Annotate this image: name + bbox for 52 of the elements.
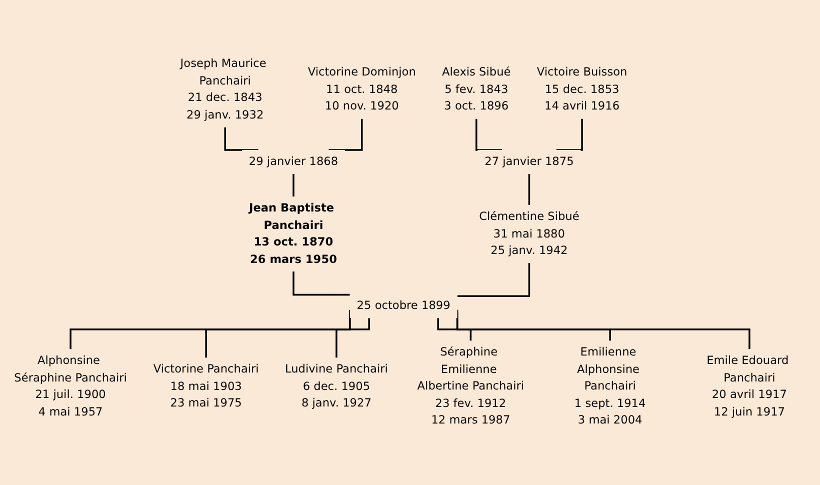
node-label: Emilienne Alphonsine Panchairi (576, 346, 640, 393)
connector-line (476, 118, 502, 151)
node-label: 14 avril 1916 (544, 100, 620, 114)
node-label: Joseph Maurice Panchairi (180, 58, 266, 88)
date-label: 29 janvier 1868 (242, 150, 346, 174)
date-label: 27 janvier 1875 (478, 150, 581, 174)
node-label: 20 avril 1917 (712, 388, 787, 402)
node-label: 21 dec. 1843 (188, 92, 262, 105)
node-label: 8 janv. 1927 (301, 396, 372, 410)
node-label: Séraphine Emilienne Albertine Panchairi (417, 346, 524, 393)
node-label: 11 oct. 1848 (326, 83, 398, 96)
node-label: 23 mai 1975 (170, 396, 242, 410)
connector-line (457, 262, 530, 297)
connector-line (205, 312, 351, 359)
connector-line (328, 118, 363, 151)
connector-line (292, 271, 350, 296)
node-label: 26 mars 1950 (250, 252, 337, 266)
node-label: 4 mai 1957 (38, 405, 103, 418)
node-label: 1 sept. 1914 (574, 396, 646, 410)
connector-line (224, 127, 258, 151)
connector-line (70, 310, 351, 350)
node-label: Jean Baptiste Panchairi (248, 202, 334, 232)
node-label: Victoire Buisson (536, 66, 628, 80)
node-label: 10 nov. 1920 (324, 100, 399, 114)
connector-line (456, 310, 750, 350)
node-label: 3 mai 2004 (578, 414, 642, 427)
node-label: Ludivine Panchairi (284, 362, 388, 376)
connector-line (556, 118, 583, 151)
node-label: Alexis Sibué (442, 66, 511, 80)
node-label: 25 janv. 1942 (490, 244, 568, 258)
node-label: 21 juil. 1900 (35, 388, 106, 402)
node-label: 12 mars 1987 (431, 414, 510, 427)
node-label: 18 mai 1903 (170, 380, 242, 393)
node-label: 6 dec. 1905 (302, 380, 370, 393)
node-label: 5 fev. 1843 (444, 83, 508, 96)
node-label: Alphonsine Séraphine Panchairi (14, 354, 127, 384)
node-label: 13 oct. 1870 (254, 236, 334, 249)
node-label: Victorine Panchairi (153, 362, 259, 376)
node-label: Clémentine Sibué (479, 210, 580, 224)
connector-line (336, 318, 370, 359)
node-label: 12 juin 1917 (714, 405, 785, 418)
node-label: 31 mai 1880 (493, 227, 565, 240)
connector-line (437, 318, 472, 342)
node-label: Victorine Dominjon (308, 66, 416, 80)
node-label: 3 oct. 1896 (444, 100, 509, 114)
node-label: 15 dec. 1853 (544, 83, 620, 96)
date-label: 25 octobre 1899 (350, 294, 458, 318)
connector-line (528, 174, 530, 206)
node-label: Emile Edouard Panchairi (706, 354, 789, 384)
node-label: 29 janv. 1932 (186, 108, 264, 122)
connector-line (292, 174, 294, 198)
node-label: 23 fev. 1912 (435, 396, 506, 410)
